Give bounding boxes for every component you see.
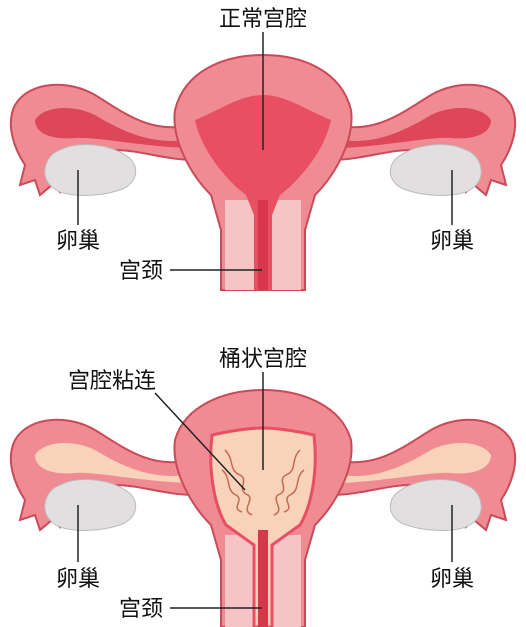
normal-cavity: [195, 95, 331, 290]
right-tube-lumen: [341, 108, 491, 148]
left-tube-lumen: [35, 108, 185, 148]
left-ovary: [44, 144, 137, 196]
left-ovary-label: 卵巢: [56, 229, 100, 254]
normal-uterus-figure: 正常宫腔 卵巢 卵巢 宫颈: [9, 7, 517, 291]
barrel-cavity-title: 桶状宫腔: [219, 347, 307, 372]
right-ovary-label: 卵巢: [430, 229, 474, 254]
left-ovary: [44, 479, 137, 531]
right-ovary-label: 卵巢: [430, 567, 474, 592]
left-tube-lumen: [35, 443, 185, 483]
right-ovary: [389, 144, 482, 196]
right-tube-lumen: [341, 443, 491, 483]
right-ovary: [389, 479, 482, 531]
cervix-label: 宫颈: [119, 259, 163, 284]
cervical-canal: [258, 200, 268, 290]
adhesion-leader-line: [154, 392, 246, 491]
cervical-canal: [258, 530, 268, 627]
adhesion-left: [221, 449, 253, 516]
left-ovary-label: 卵巢: [56, 567, 100, 592]
adhesion-label: 宫腔粘连: [68, 369, 156, 394]
cervix-label: 宫颈: [119, 597, 163, 622]
adhesion-uterus-figure: 桶状宫腔 宫腔粘连 卵巢 卵巢 宫颈: [9, 347, 517, 627]
adhesion-right: [273, 449, 305, 516]
normal-cavity-title: 正常宫腔: [219, 7, 307, 32]
barrel-cavity: [209, 426, 317, 627]
